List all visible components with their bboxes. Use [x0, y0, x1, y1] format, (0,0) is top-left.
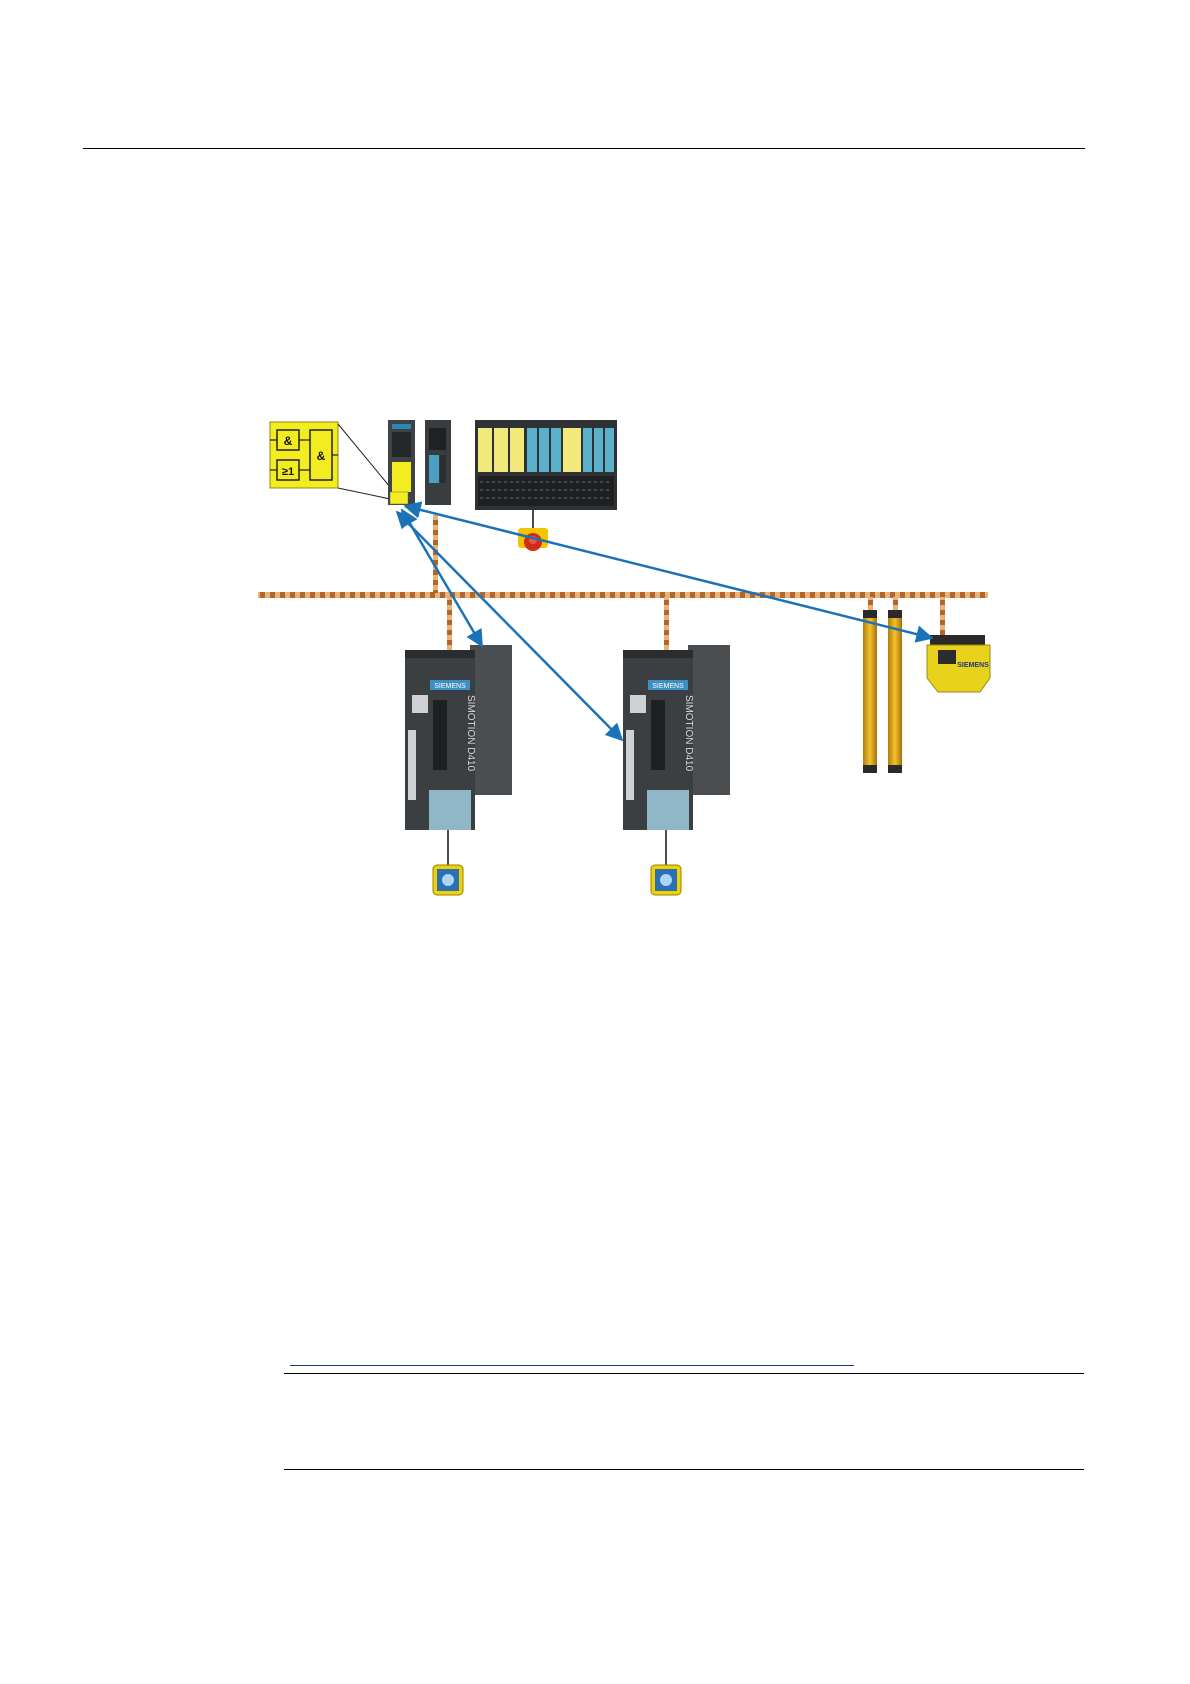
link-underline — [290, 1365, 854, 1366]
bus-drop-drive-1 — [447, 597, 452, 652]
drive-1-brand: SIEMENS — [434, 683, 466, 690]
drive-2-model: SIMOTION D410 — [683, 695, 694, 772]
and-gate-1-label: & — [284, 434, 293, 448]
callout-line-top — [338, 424, 395, 493]
and-gate-2-label: & — [317, 449, 326, 463]
encoder-drive-2 — [651, 865, 681, 895]
drive-2-brand: SIEMENS — [652, 683, 684, 690]
scanner-brand: SIEMENS — [957, 662, 989, 669]
io-module-rack — [475, 420, 617, 510]
emergency-stop-button — [518, 510, 548, 551]
simotion-drive-2: SIEMENS SIMOTION D410 — [623, 645, 730, 865]
bus-drop-scanner — [940, 597, 945, 637]
note-rule-bottom — [284, 1469, 1084, 1470]
or-gate-label: ≥1 — [282, 466, 294, 478]
drive-1-model: SIMOTION D410 — [465, 695, 476, 772]
profinet-bus — [258, 592, 988, 598]
light-curtain-2 — [888, 610, 902, 773]
callout-line-bottom — [338, 488, 395, 500]
safety-network-diagram: & ≥1 & — [0, 0, 1190, 960]
light-curtain-1 — [863, 610, 877, 773]
safety-logic-block: & ≥1 & — [270, 422, 338, 488]
bus-drop-light-curtain-1 — [868, 597, 873, 611]
note-rule-top — [284, 1373, 1084, 1374]
safety-controller — [388, 420, 451, 505]
bus-drop-drive-2 — [664, 597, 669, 652]
simotion-drive-1: SIEMENS SIMOTION D410 — [405, 645, 512, 865]
encoder-drive-1 — [433, 865, 463, 895]
bus-drop-light-curtain-2 — [893, 597, 898, 611]
laser-scanner: SIEMENS — [927, 635, 990, 692]
